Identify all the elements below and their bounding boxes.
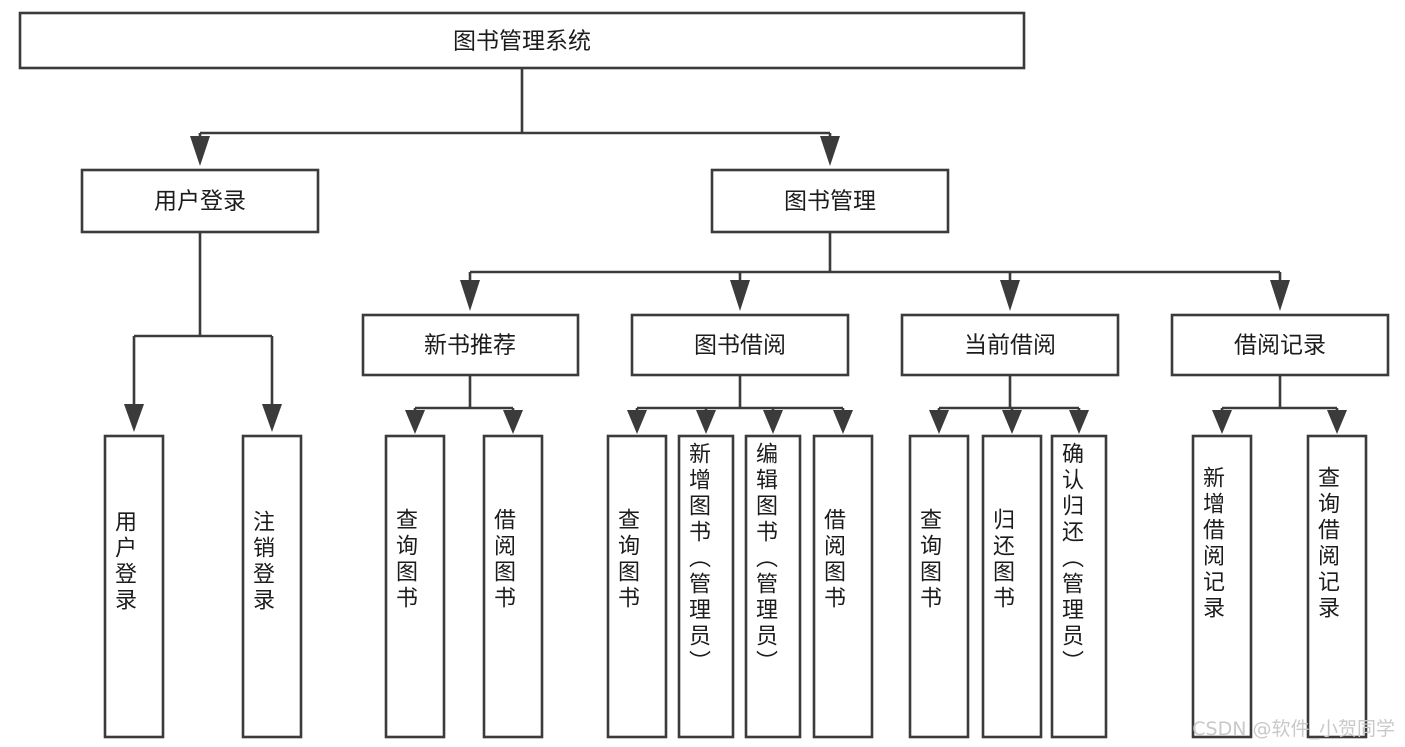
arrow-head-leaf-confirm-return (1069, 410, 1089, 434)
leaf-boxes (103, 434, 1368, 739)
arrow-head-leaf-borrow-book-bor (833, 410, 853, 434)
connector-group-root (190, 68, 840, 166)
leaf-box-query-book-bor[interactable] (606, 434, 668, 739)
watermark-text: CSDN @软件_小贺同学 (1192, 718, 1395, 740)
node-new-book-rec-box[interactable] (361, 313, 580, 377)
node-current-borrow-box[interactable] (900, 313, 1120, 377)
node-book-borrow[interactable]: 图书借阅 (630, 313, 850, 377)
leaf-box-borrow-book-bor[interactable] (812, 434, 874, 739)
leaf-box-user-login[interactable] (103, 434, 165, 739)
node-user-login-box[interactable] (80, 168, 320, 234)
node-borrow-record[interactable]: 借阅记录 (1170, 313, 1390, 377)
leaf-box-confirm-return[interactable] (1050, 434, 1108, 739)
arrow-head-leaf-borrow-book-rec (503, 410, 523, 434)
arrow-head-leaf-return-book (1002, 410, 1022, 434)
leaf-box-query-book-cur[interactable] (908, 434, 970, 739)
node-book-manage-box[interactable] (710, 168, 950, 234)
node-borrow-record-label: 借阅记录 (1234, 333, 1326, 359)
connector-group-book-borrow (627, 375, 853, 434)
connector-group-current-borrow (929, 375, 1089, 434)
arrow-head-leaf-user-login (124, 404, 144, 432)
arrow-head-new-book-rec (460, 280, 480, 311)
arrow-head-book-borrow (730, 280, 750, 311)
leaf-box-borrow-book-rec[interactable] (482, 434, 544, 739)
arrow-head-borrow-record (1270, 280, 1290, 311)
arrow-head-leaf-query-book-cur (929, 410, 949, 434)
node-user-login[interactable]: 用户登录 (80, 168, 320, 234)
leaf-box-query-record[interactable] (1306, 434, 1368, 739)
leaf-box-user-logout[interactable] (241, 434, 303, 739)
node-root-box[interactable] (18, 11, 1026, 70)
leaf-box-return-book[interactable] (981, 434, 1043, 739)
connector-group-new-book-rec (405, 375, 523, 434)
arrow-head-leaf-query-book-rec (405, 410, 425, 434)
arrow-head-leaf-edit-book (763, 410, 783, 434)
arrow-head-leaf-user-logout (262, 404, 282, 432)
leaf-box-add-record[interactable] (1191, 434, 1253, 739)
arrow-head-leaf-add-book (696, 410, 716, 434)
leaf-box-add-book[interactable] (677, 434, 735, 739)
node-book-manage-label: 图书管理 (784, 189, 876, 215)
arrow-head-book-manage (820, 136, 840, 166)
node-current-borrow-label: 当前借阅 (964, 333, 1056, 359)
node-book-borrow-box[interactable] (630, 313, 850, 377)
node-new-book-rec[interactable]: 新书推荐 (361, 313, 580, 377)
node-user-login-label: 用户登录 (154, 189, 246, 215)
node-new-book-rec-label: 新书推荐 (424, 333, 516, 359)
leaf-box-edit-book[interactable] (744, 434, 802, 739)
arrow-head-user-login (190, 136, 210, 166)
node-book-manage[interactable]: 图书管理 (710, 168, 950, 234)
node-root-label: 图书管理系统 (453, 29, 591, 55)
arrow-head-current-borrow (1000, 280, 1020, 311)
node-root[interactable]: 图书管理系统 (18, 11, 1026, 70)
arrow-head-leaf-add-record (1212, 410, 1232, 434)
arrow-head-leaf-query-book-bor (627, 410, 647, 434)
connector-group-user-login (124, 232, 282, 432)
arrow-head-leaf-query-record (1327, 410, 1347, 434)
connector-group-borrow-record (1212, 375, 1347, 434)
node-borrow-record-box[interactable] (1170, 313, 1390, 377)
connector-group-book-manage (460, 232, 1290, 311)
node-book-borrow-label: 图书借阅 (694, 333, 786, 359)
node-current-borrow[interactable]: 当前借阅 (900, 313, 1120, 377)
leaf-box-query-book-rec[interactable] (384, 434, 446, 739)
